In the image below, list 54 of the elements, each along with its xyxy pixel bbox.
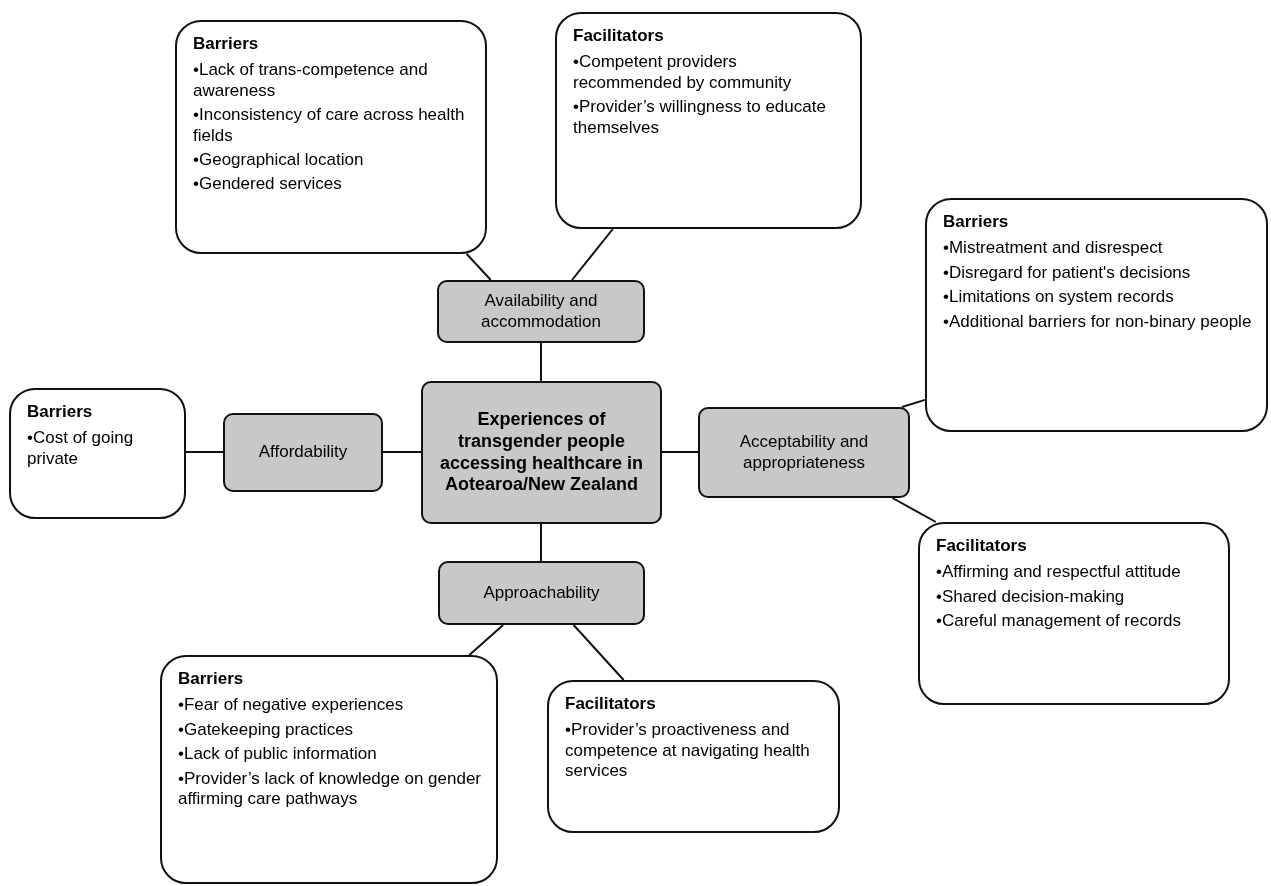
list-item: •Careful management of records xyxy=(936,611,1182,632)
heading: Facilitators xyxy=(565,694,657,715)
list-card xyxy=(555,12,862,229)
list-card xyxy=(547,680,840,833)
list-card xyxy=(175,20,487,254)
label: Approachability xyxy=(483,582,600,604)
list-item: •Limitations on system records xyxy=(943,287,1175,308)
list-item: •Disregard for patient's decisions xyxy=(943,262,1192,284)
connector-line xyxy=(900,398,926,408)
list-item: •Lack of public information xyxy=(178,744,378,765)
heading: Facilitators xyxy=(573,26,665,47)
list-item: •Provider’s proactiveness and competence at navigating health services xyxy=(565,720,811,782)
topic-box xyxy=(421,381,662,524)
theme-box xyxy=(437,280,645,343)
heading: Barriers xyxy=(178,669,245,690)
theme-box xyxy=(438,561,645,625)
list-item: •Fear of negative experiences xyxy=(178,695,405,716)
list-card xyxy=(918,522,1230,705)
label: Affordability xyxy=(258,442,348,463)
list-item: •Gendered services xyxy=(193,174,343,195)
connector-line xyxy=(571,228,614,281)
list-item: •Additional barriers for non-binary people xyxy=(943,311,1253,332)
connector-line xyxy=(540,523,542,562)
connector-line xyxy=(468,624,505,656)
connector-line xyxy=(661,451,699,453)
connector-line xyxy=(465,253,492,281)
label: Availability and accommodation xyxy=(480,291,602,332)
list-item: •Provider’s willingness to educate themselves xyxy=(573,97,827,138)
list-item: •Inconsistency of care across health fields xyxy=(193,105,466,146)
list-card xyxy=(160,655,498,884)
connector-line xyxy=(540,342,542,382)
heading: Barriers xyxy=(27,402,94,423)
connector-line xyxy=(891,497,937,523)
list-item: •Cost of going private xyxy=(27,428,135,470)
theme-box xyxy=(223,413,383,492)
heading: Facilitators xyxy=(936,536,1028,557)
list-item: •Gatekeeping practices xyxy=(178,719,355,741)
list-item: •Provider’s lack of knowledge on gender affirming care pathways xyxy=(178,768,482,810)
list-item: •Geographical location xyxy=(193,149,365,171)
list-item: •Lack of trans-competence and awareness xyxy=(193,60,429,102)
connector-line xyxy=(382,451,422,453)
list-item: •Mistreatment and disrespect xyxy=(943,238,1164,259)
theme-box xyxy=(698,407,910,498)
list-item: •Competent providers recommended by community xyxy=(573,52,793,94)
heading: Barriers xyxy=(943,212,1010,233)
list-card xyxy=(9,388,186,519)
list-item: •Affirming and respectful attitude xyxy=(936,562,1182,583)
list-card xyxy=(925,198,1268,432)
label: Acceptability and appropriateness xyxy=(738,432,870,473)
connector-line xyxy=(185,451,224,453)
heading: Barriers xyxy=(193,34,260,55)
label: Experiences of transgender people accessing healthcare in Aotearoa/New Zealand xyxy=(438,409,645,496)
list-item: •Shared decision-making xyxy=(936,586,1126,608)
connector-line xyxy=(572,624,625,681)
